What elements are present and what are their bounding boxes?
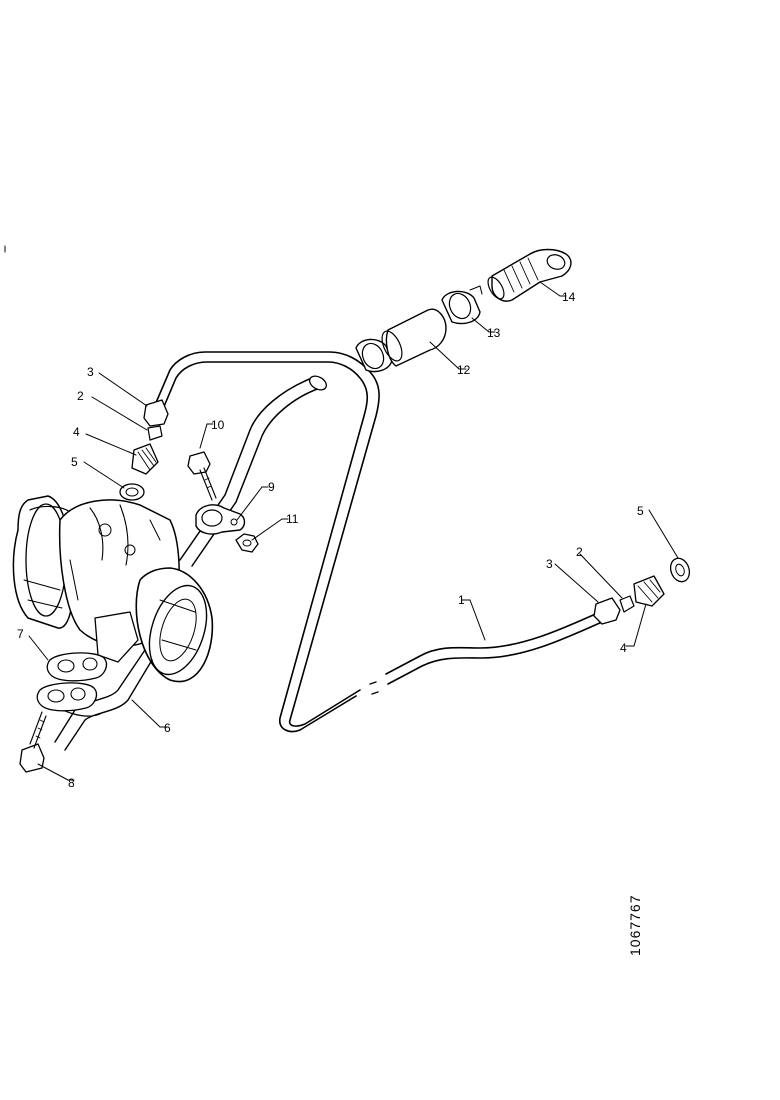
callout-3-right: 3	[546, 557, 553, 571]
callout-8: 8	[68, 776, 75, 790]
callout-10: 10	[211, 418, 225, 432]
hose-12	[381, 308, 447, 367]
bolt-8	[19, 711, 47, 773]
callout-6: 6	[164, 721, 171, 735]
nut-11	[235, 533, 259, 553]
fitting-right-5	[669, 557, 691, 583]
callout-3-left: 3	[87, 365, 94, 379]
callout-2-right: 2	[576, 545, 583, 559]
callout-13: 13	[487, 326, 501, 340]
clamp-9	[195, 504, 246, 535]
elbow-hose-14	[487, 248, 572, 302]
bolt-10	[187, 451, 217, 501]
callout-1: 1	[458, 593, 465, 607]
callout-5-right: 5	[637, 504, 644, 518]
callout-14: 14	[562, 290, 576, 304]
fitting-left-3	[143, 399, 169, 427]
fitting-left-2	[147, 425, 163, 441]
breather-pipe	[179, 375, 328, 567]
fitting-right-2	[619, 595, 635, 613]
oil-feed-pipe	[151, 351, 603, 733]
callout-12: 12	[457, 363, 471, 377]
flange-gasket	[36, 682, 98, 712]
leader-lines	[28, 281, 679, 781]
callout-7: 7	[17, 627, 24, 641]
fitting-right-3	[593, 597, 621, 625]
fitting-left-5	[119, 483, 145, 501]
hose-clamp-13	[441, 285, 483, 325]
gasket-7	[46, 652, 108, 682]
callout-11: 11	[286, 512, 299, 526]
callout-4-right: 4	[620, 641, 627, 655]
callout-5-left: 5	[71, 455, 78, 469]
fitting-right-4	[633, 575, 665, 607]
callout-2-left: 2	[77, 389, 84, 403]
callout-9: 9	[268, 480, 275, 494]
fitting-left-4	[131, 443, 159, 475]
turbocharger	[12, 495, 214, 683]
drawing-id: 1067767	[627, 894, 643, 956]
callout-4-left: 4	[73, 425, 80, 439]
